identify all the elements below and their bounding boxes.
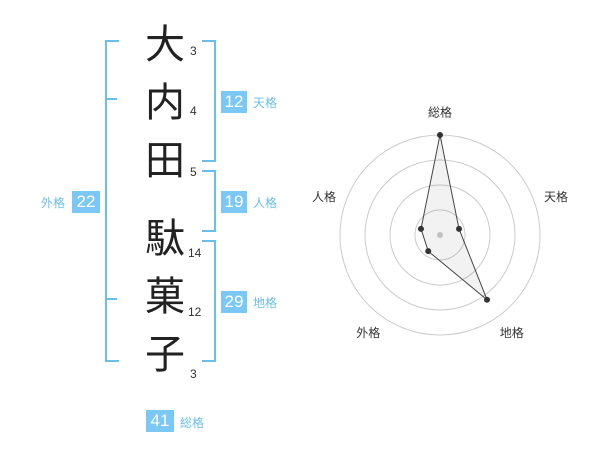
name-char-2: 内 (145, 80, 185, 126)
name-char-5: 菓 (145, 274, 185, 320)
radar-point-5 (417, 225, 424, 232)
soukaku-label: 総格 (180, 416, 205, 430)
stroke-count-5: 12 (188, 305, 202, 319)
jinkaku-value: 19 (221, 191, 247, 213)
radar-ring (414, 209, 466, 261)
gaikaku-bracket-mid-lower (105, 298, 117, 300)
radar-point-3 (484, 296, 491, 303)
chikaku-bracket (202, 240, 216, 362)
chikaku-label: 地格 (253, 296, 278, 310)
radar-center (437, 232, 443, 238)
stroke-count-1: 3 (190, 44, 197, 58)
soukaku-value: 41 (146, 410, 174, 432)
stroke-count-6: 3 (190, 367, 197, 381)
name-char-4: 駄 (145, 216, 185, 262)
tenkaku-value: 12 (221, 91, 247, 113)
jinkaku-label: 人格 (253, 196, 278, 210)
name-char-1: 大 (145, 22, 185, 68)
tenkaku-bracket (202, 40, 216, 162)
tenkaku-label: 天格 (253, 96, 278, 110)
name-char-6: 子 (145, 332, 185, 378)
gaikaku-bracket-mid-upper (105, 98, 117, 100)
radar-axis-label: 総格 (428, 105, 452, 120)
radar-point-4 (425, 248, 432, 255)
radar-point-2 (456, 225, 463, 232)
radar-axis-label: 天格 (544, 189, 568, 204)
gaikaku-bracket (105, 40, 119, 362)
radar-axis-label: 外格 (356, 325, 380, 340)
radar-area (420, 134, 488, 301)
jinkaku-bracket (202, 170, 216, 232)
radar-point-1 (437, 132, 443, 138)
stroke-count-3: 5 (190, 165, 197, 179)
radar-axis-label: 人格 (312, 189, 336, 204)
chikaku-value: 29 (221, 291, 247, 313)
radar-ring (389, 184, 491, 286)
name-char-3: 田 (145, 138, 185, 184)
radar-axis-label: 地格 (500, 325, 524, 340)
stroke-count-4: 14 (188, 246, 202, 260)
gaikaku-value: 22 (72, 191, 100, 213)
radar-ring (364, 159, 516, 311)
gaikaku-label: 外格 (41, 196, 66, 210)
stroke-count-2: 4 (190, 104, 197, 118)
